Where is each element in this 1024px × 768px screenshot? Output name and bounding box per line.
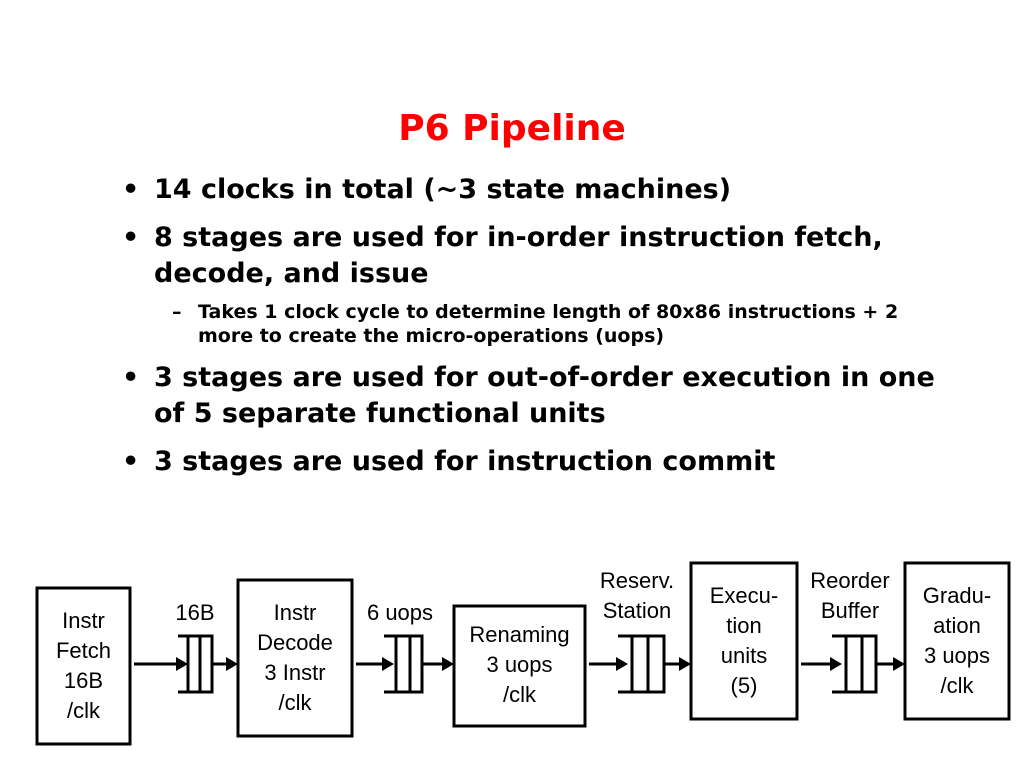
queue-label-line: Buffer [820, 598, 880, 623]
slide-title: P6 Pipeline [398, 108, 626, 149]
dash-glyph: – [172, 301, 182, 323]
bullet-glyph: • [122, 174, 140, 205]
stage-label-execution: Execu- tion units (5) [691, 581, 797, 701]
queue-label-16b: 16B [150, 598, 240, 628]
stage-label-line: Execu- [709, 583, 779, 608]
queue-label-reorder-buffer: Reorder Buffer [797, 566, 903, 626]
stage-label-line: 3 Instr [264, 660, 326, 685]
stage-label-line: /clk [503, 682, 536, 707]
stage-label-line: /clk [67, 698, 100, 723]
stage-box-execution [689, 561, 799, 721]
sub-bullet-text: Takes 1 clock cycle to determine length … [198, 301, 899, 347]
stage-label-renaming: Renaming 3 uops /clk [454, 620, 585, 710]
stage-label-line: 3 uops [923, 643, 991, 668]
pipeline-graphic [35, 561, 1011, 746]
stage-box-fetch [35, 586, 132, 746]
queue-label-6-uops: 6 uops [350, 598, 450, 628]
queue-label-line: 6 uops [366, 600, 434, 625]
queue-reorder-buffer [801, 634, 905, 694]
stage-label-line: Fetch [55, 638, 112, 663]
bullet-glyph: • [122, 362, 140, 393]
bullet-text: 14 clocks in total (~3 state machines) [154, 174, 732, 205]
stage-label-line: (5) [730, 673, 758, 698]
stage-label-line: tion [726, 613, 762, 638]
stage-label-fetch: Instr Fetch 16B /clk [37, 606, 130, 726]
stage-label-line: 16B [63, 668, 104, 693]
stage-label-line: Renaming [469, 622, 570, 647]
bullet-text: 3 stages are used for out-of-order execu… [154, 362, 935, 429]
stage-label-line: ation [933, 613, 981, 638]
queue-label-line: 16B [175, 600, 215, 625]
bullet-text: 8 stages are used for in-order instructi… [154, 222, 883, 289]
bullet-item: • 3 stages are used for instruction comm… [122, 444, 942, 480]
stage-box-renaming [452, 604, 587, 728]
queue-reservation-station [589, 634, 691, 694]
queue-label-reservation-station: Reserv. Station [585, 566, 689, 626]
bullet-list: • 14 clocks in total (~3 state machines)… [122, 172, 942, 492]
bullet-item: • 8 stages are used for in-order instruc… [122, 220, 942, 292]
pipeline-diagram: Instr Fetch 16B /clk Instr Decode 3 Inst… [0, 550, 1024, 768]
stage-label-line: 3 uops [486, 652, 553, 677]
queue-label-line: Station [602, 598, 672, 623]
stage-label-line: /clk [940, 673, 974, 698]
sub-bullet-item: – Takes 1 clock cycle to determine lengt… [122, 300, 942, 348]
stage-label-decode: Instr Decode 3 Instr /clk [238, 598, 352, 718]
stage-label-line: /clk [278, 690, 312, 715]
queue-label-line: Reorder [810, 568, 890, 593]
queue-label-line: Reserv. [599, 568, 675, 593]
queue-6-uops [356, 634, 454, 694]
stage-label-line: Instr [273, 600, 317, 625]
stage-label-line: Decode [257, 630, 333, 655]
bullet-glyph: • [122, 222, 140, 253]
stage-label-line: units [720, 643, 768, 668]
bullet-item: • 14 clocks in total (~3 state machines) [122, 172, 942, 208]
stage-box-decode [236, 578, 354, 738]
bullet-text: 3 stages are used for instruction commit [154, 446, 776, 477]
queue-16b [134, 634, 238, 694]
stage-label-line: Gradu- [922, 583, 992, 608]
bullet-item: • 3 stages are used for out-of-order exe… [122, 360, 942, 432]
stage-label-line: Instr [62, 608, 105, 633]
stage-box-graduation [903, 561, 1011, 721]
bullet-glyph: • [122, 446, 140, 477]
stage-label-graduation: Gradu- ation 3 uops /clk [905, 581, 1009, 701]
